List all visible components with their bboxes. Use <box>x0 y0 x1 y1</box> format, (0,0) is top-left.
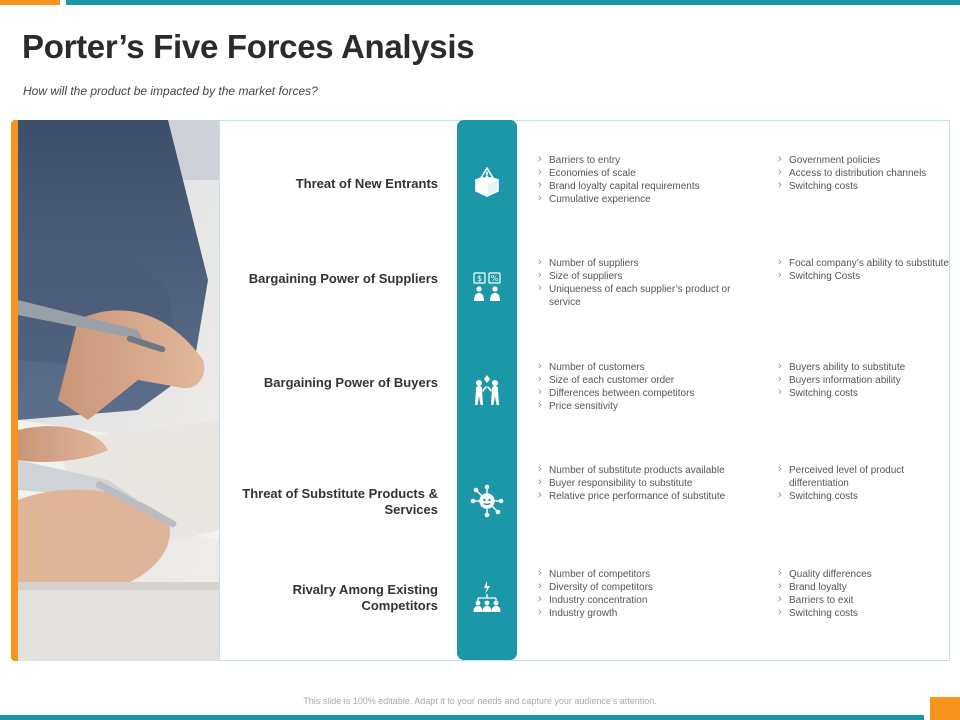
slide-subtitle: How will the product be impacted by the … <box>23 84 318 98</box>
competitors-hierarchy-icon <box>470 580 504 614</box>
force-label-substitutes: Threat of Substitute Products & Services <box>242 486 438 517</box>
photo-accent-strip <box>11 120 19 661</box>
top-accent-bar-orange <box>0 0 60 5</box>
list-item: Price sensitivity <box>538 399 738 413</box>
list-item: Perceived level of product differentiati… <box>778 463 950 490</box>
list-item: Switching costs <box>778 489 950 503</box>
list-item: Buyer responsibility to substitute <box>538 476 738 490</box>
new-entrants-factors-list: Barriers to entry Economies of scale Bra… <box>538 153 738 206</box>
list-item: Switching costs <box>778 386 950 400</box>
list-item: Number of competitors <box>538 567 738 581</box>
supplier-exchange-icon: $ % <box>470 270 504 304</box>
teal-icon-spine <box>457 120 517 660</box>
business-meeting-photo <box>18 120 220 661</box>
list-item: Size of each customer order <box>538 373 738 387</box>
list-item: Switching costs <box>778 179 950 193</box>
bottom-accent-square-orange <box>930 697 960 720</box>
list-item: Brand loyalty <box>778 580 950 594</box>
list-item: Focal company’s ability to substitute <box>778 256 950 270</box>
buyers-icon <box>470 373 504 407</box>
buyer-power-factors-list-2: Buyers ability to substitute Buyers info… <box>778 360 950 400</box>
list-item: Number of substitute products available <box>538 463 738 477</box>
list-item: Uniqueness of each supplier’s product or… <box>538 282 738 309</box>
list-item: Switching Costs <box>778 269 950 283</box>
supplier-power-factors-list-2: Focal company’s ability to substitute Sw… <box>778 256 950 283</box>
list-item: Differences between competitors <box>538 386 738 400</box>
force-label-new-entrants: Threat of New Entrants <box>295 176 438 191</box>
list-item: Economies of scale <box>538 166 738 180</box>
list-item: Barriers to exit <box>778 593 950 607</box>
list-item: Number of suppliers <box>538 256 738 270</box>
list-item: Government policies <box>778 153 950 167</box>
list-item: Brand loyalty capital requirements <box>538 179 738 193</box>
footer-note: This slide is 100% editable. Adapt it to… <box>303 696 657 706</box>
new-entrants-factors-list-2: Government policies Access to distributi… <box>778 153 950 193</box>
force-label-supplier-power: Bargaining Power of Suppliers <box>248 271 438 286</box>
bottom-accent-bar-teal <box>0 715 924 720</box>
force-label-rivalry: Rivalry Among Existing Competitors <box>292 582 438 613</box>
buyer-power-factors-list: Number of customers Size of each custome… <box>538 360 738 413</box>
list-item: Industry concentration <box>538 593 738 607</box>
list-item: Access to distribution channels <box>778 166 950 180</box>
list-item: Diversity of competitors <box>538 580 738 594</box>
list-item: Buyers information ability <box>778 373 950 387</box>
svg-text:%: % <box>491 274 499 283</box>
list-item: Industry growth <box>538 606 738 620</box>
substitutes-factors-list: Number of substitute products available … <box>538 463 738 503</box>
list-item: Switching costs <box>778 606 950 620</box>
list-item: Barriers to entry <box>538 153 738 167</box>
svg-text:$: $ <box>477 274 482 283</box>
list-item: Buyers ability to substitute <box>778 360 950 374</box>
substitute-network-icon <box>470 484 504 518</box>
supplier-power-factors-list: Number of suppliers Size of suppliers Un… <box>538 256 738 309</box>
list-item: Relative price performance of substitute <box>538 489 738 503</box>
force-label-buyer-power: Bargaining Power of Buyers <box>263 375 438 390</box>
rivalry-factors-list: Number of competitors Diversity of compe… <box>538 567 738 620</box>
box-warning-icon <box>470 166 504 200</box>
top-accent-bar-teal <box>66 0 960 5</box>
list-item: Number of customers <box>538 360 738 374</box>
substitutes-factors-list-2: Perceived level of product differentiati… <box>778 463 950 503</box>
list-item: Size of suppliers <box>538 269 738 283</box>
list-item: Cumulative experience <box>538 192 738 206</box>
list-item: Quality differences <box>778 567 950 581</box>
slide-title: Porter’s Five Forces Analysis <box>22 28 475 65</box>
rivalry-factors-list-2: Quality differences Brand loyalty Barrie… <box>778 567 950 620</box>
